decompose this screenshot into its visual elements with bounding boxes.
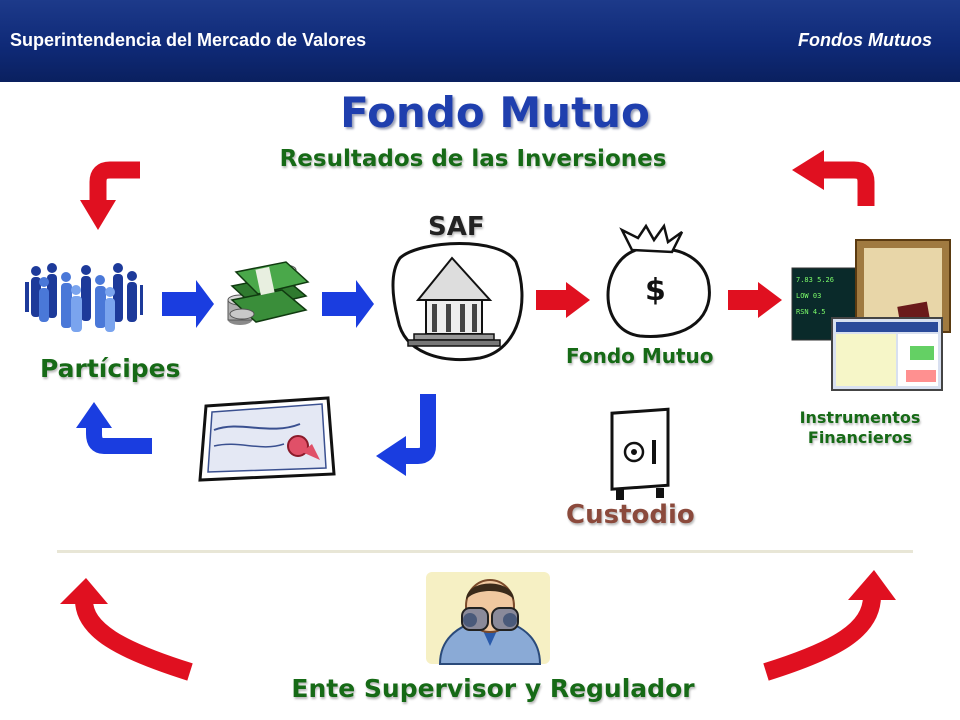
organization-name: Superintendencia del Mercado de Valores (10, 30, 367, 50)
curved-arrow-down-left (376, 394, 436, 476)
page-subtitle: Resultados de las Inversiones (279, 146, 667, 172)
flow-arrows-red (536, 282, 782, 318)
fondo-mutuo-label: Fondo Mutuo (566, 344, 714, 368)
custodio-label: Custodio (566, 500, 695, 530)
money-bag-icon: $ (606, 223, 711, 338)
bank-building-icon (391, 242, 524, 361)
header-bar: Superintendencia del Mercado de Valores … (0, 0, 960, 82)
curved-arrow-top-left (80, 161, 140, 230)
curved-arrow-bottom-right (763, 570, 896, 681)
safe-icon (610, 407, 670, 500)
curved-arrow-top-right (792, 150, 875, 206)
arrow-right-icon (728, 282, 782, 318)
curved-arrow-bottom-left (60, 578, 193, 681)
instrumentos-financieros-label: Instrumentos Financieros (778, 408, 942, 448)
flow-arrows-blue (162, 280, 374, 328)
curved-arrow-left-return (76, 402, 152, 454)
money-stack-icon (227, 261, 310, 325)
divider-line (57, 550, 913, 553)
instrumentos-line: Instrumentos (799, 408, 921, 427)
page-title: Fondo Mutuo (340, 88, 650, 137)
binoculars-person-icon (426, 572, 550, 665)
svg-text:7.83 5.26: 7.83 5.26 (796, 276, 834, 284)
saf-label: SAF (428, 212, 485, 242)
arrow-right-icon (322, 280, 374, 328)
svg-text:LOW 03: LOW 03 (796, 292, 821, 300)
crowd-icon (25, 263, 143, 332)
participes-label: Partícipes (40, 354, 181, 383)
arrow-right-icon (536, 282, 590, 318)
arrow-right-icon (162, 280, 214, 328)
dollar-sign: $ (645, 273, 666, 308)
financieros-line: Financieros (807, 428, 913, 447)
certificate-icon (198, 396, 336, 482)
footer-label: Ente Supervisor y Regulador (291, 674, 695, 703)
svg-text:RSN 4.5: RSN 4.5 (796, 308, 826, 316)
section-name: Fondos Mutuos (798, 30, 932, 50)
